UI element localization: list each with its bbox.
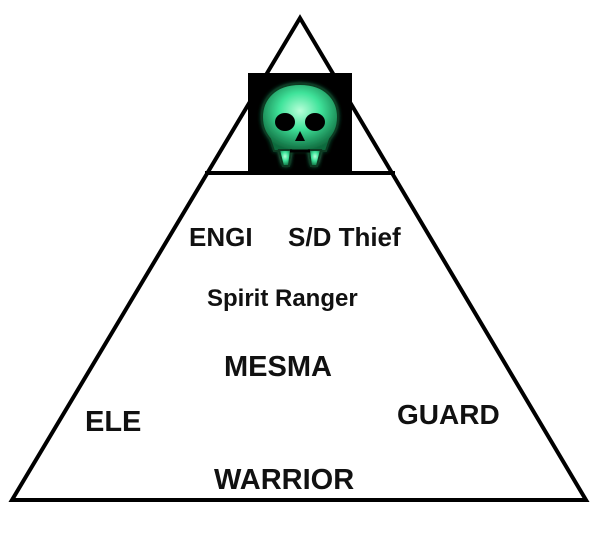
- label-warrior: WARRIOR: [214, 464, 355, 496]
- label-ele: ELE: [85, 406, 142, 438]
- label-spirit-ranger: Spirit Ranger: [207, 285, 358, 312]
- label-guard: GUARD: [397, 399, 500, 430]
- label-mesma: MESMA: [224, 351, 332, 383]
- skull-icon: [248, 73, 352, 173]
- pyramid-outline: [8, 14, 590, 502]
- label-sd-thief: S/D Thief: [288, 222, 401, 252]
- label-engi: ENGI: [189, 222, 253, 252]
